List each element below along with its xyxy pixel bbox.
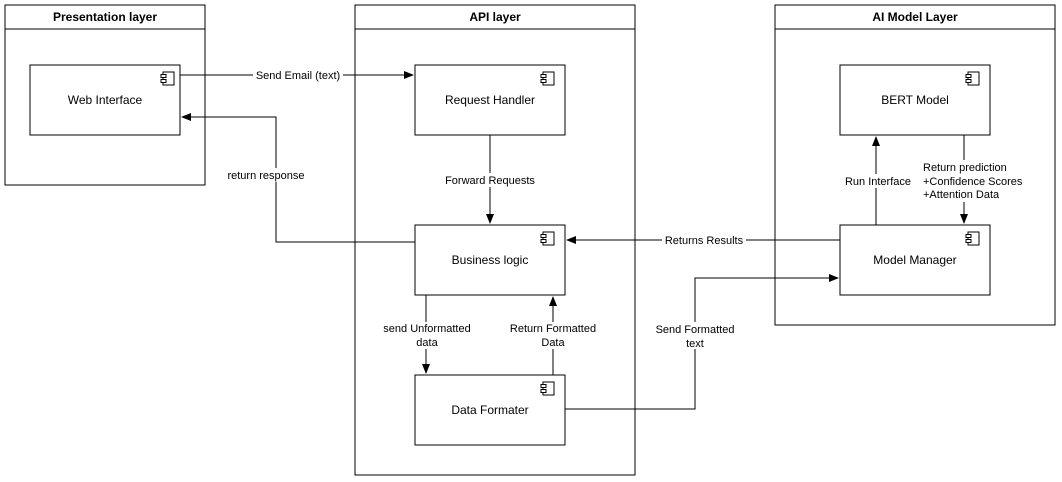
svg-text:Return Formatted: Return Formatted (510, 323, 596, 335)
edge-label-return-response: return response (226, 168, 306, 182)
svg-text:send Unformatted: send Unformatted (383, 323, 470, 335)
edge-label-send-email: Send Email (text) (253, 69, 343, 82)
edge-label-return-formatted: Return Formatted Data (507, 322, 599, 349)
svg-text:Run Interface: Run Interface (845, 176, 911, 188)
layer-title-presentation: Presentation layer (53, 10, 157, 24)
edge-label-send-unformatted: send Unformatted data (380, 322, 474, 349)
component-web-interface[interactable]: Web Interface (29, 64, 181, 136)
component-label: Model Manager (873, 253, 956, 267)
component-label: Business logic (452, 253, 529, 267)
svg-text:Forward Requests: Forward Requests (445, 175, 535, 187)
edge-label-returns-results: Returns Results (662, 233, 746, 247)
layer-title-ai-model: AI Model Layer (872, 10, 958, 24)
component-label: Data Formater (451, 403, 528, 417)
svg-text:+Attention Data: +Attention Data (923, 189, 1000, 201)
svg-text:Send Formatted: Send Formatted (656, 324, 735, 336)
svg-text:Return prediction: Return prediction (923, 162, 1007, 174)
component-icon (965, 71, 980, 86)
component-label: BERT Model (881, 93, 949, 107)
component-icon (160, 71, 175, 86)
svg-text:+Confidence Scores: +Confidence Scores (923, 176, 1023, 188)
svg-text:Send Email (text): Send Email (text) (256, 70, 340, 82)
edge-label-run-interface: Run Interface (842, 174, 914, 188)
svg-text:Data: Data (541, 337, 565, 349)
edge-label-send-formatted: Send Formatted text (652, 322, 738, 350)
component-icon (540, 231, 555, 246)
component-label: Request Handler (445, 93, 535, 107)
component-label: Web Interface (68, 93, 143, 107)
svg-text:text: text (686, 338, 704, 350)
component-model-manager[interactable]: Model Manager (839, 224, 991, 296)
edge-label-return-prediction: Return prediction +Confidence Scores +At… (920, 160, 1026, 202)
component-business-logic[interactable]: Business logic (414, 224, 566, 296)
svg-text:return response: return response (227, 170, 304, 182)
svg-text:Returns Results: Returns Results (665, 235, 744, 247)
edge-label-forward-requests: Forward Requests (443, 173, 537, 187)
component-request-handler[interactable]: Request Handler (414, 64, 566, 136)
component-bert-model[interactable]: BERT Model (839, 64, 991, 136)
component-data-formater[interactable]: Data Formater (414, 374, 566, 446)
component-icon (540, 381, 555, 396)
component-icon (540, 71, 555, 86)
component-icon (965, 231, 980, 246)
layer-title-api: API layer (469, 10, 521, 24)
svg-text:data: data (416, 337, 438, 349)
